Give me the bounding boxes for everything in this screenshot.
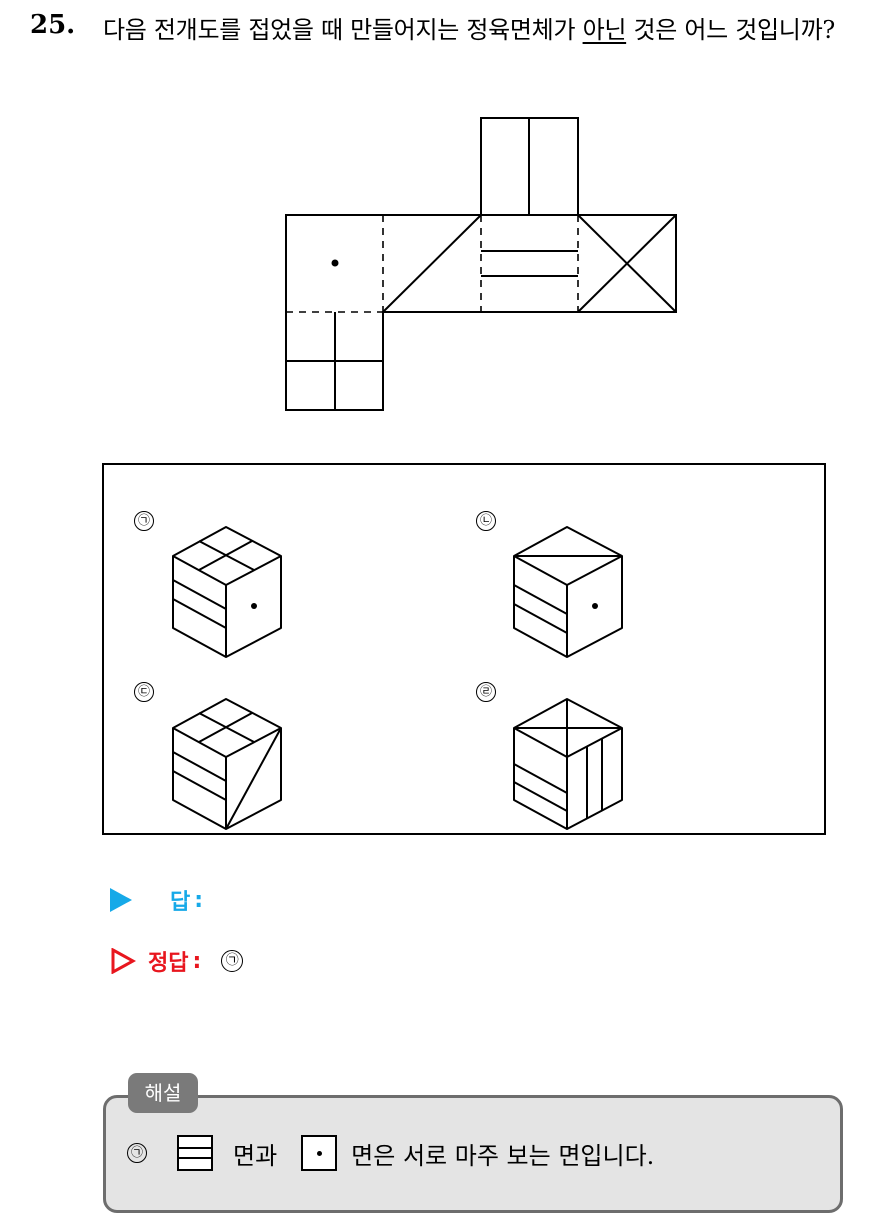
explanation-text-1: 면과 (233, 1141, 278, 1170)
choice-cube-1[interactable] (168, 524, 286, 662)
question-number: 25. (30, 10, 76, 40)
choice-cube-2[interactable] (509, 524, 627, 662)
net-dot (331, 259, 339, 267)
question-text: 다음 전개도를 접었을 때 만들어지는 정육면체가 아닌 것은 어느 것입니까? (103, 12, 873, 49)
choice-cube-4[interactable] (509, 696, 627, 834)
choice-label-1: ㉠ (134, 511, 154, 531)
correct-answer-value: ㉠ (221, 950, 244, 972)
question-text-after: 것은 어느 것입니까? (626, 16, 835, 44)
choice-label-3: ㉢ (134, 682, 154, 702)
choices-box (102, 463, 826, 835)
question-text-before: 다음 전개도를 접었을 때 만들어지는 정육면체가 (103, 16, 583, 44)
striped-face-icon (177, 1135, 213, 1171)
question-text-underlined: 아닌 (582, 16, 627, 44)
explanation-text-2: 면은 서로 마주 보는 면입니다. (351, 1141, 655, 1170)
explanation-line: ㉠ 면과 면은 서로 마주 보는 면입니다. (127, 1133, 654, 1173)
cube-net-diagram (285, 117, 677, 411)
play-outline-icon (111, 948, 136, 974)
correct-answer-label: 정답 (148, 951, 189, 976)
answer-blank-label: 답 (170, 890, 191, 915)
net-x-2 (577, 214, 677, 313)
answer-blank-colon: : (194, 887, 204, 913)
correct-answer-colon: : (192, 948, 202, 974)
net-diagonal-1 (382, 214, 482, 313)
play-filled-icon (110, 888, 132, 912)
choice-label-4: ㉣ (476, 682, 496, 702)
dot-face-icon (301, 1135, 338, 1171)
explanation-tag: 해설 (128, 1073, 198, 1113)
correct-answer-row: 정답 : ㉠ (110, 945, 244, 977)
explanation-box (103, 1095, 843, 1213)
choice-label-2: ㉡ (476, 511, 496, 531)
answer-blank-row: 답 : (110, 884, 203, 916)
explanation-marker: ㉠ (127, 1143, 147, 1163)
choice-cube-3[interactable] (168, 696, 286, 834)
